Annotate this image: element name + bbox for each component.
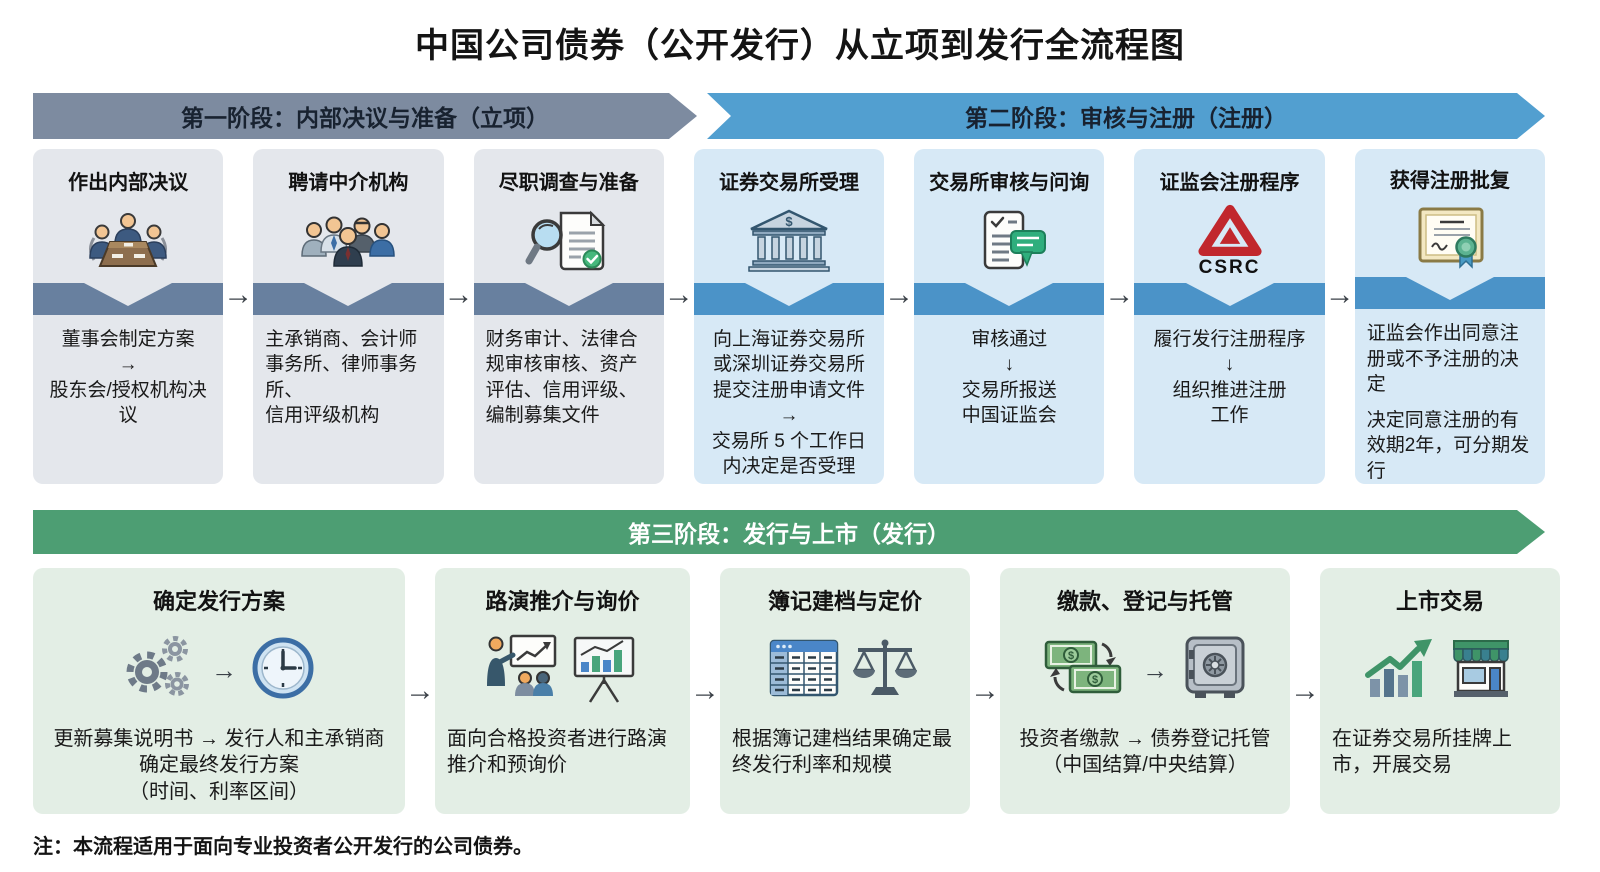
step-band — [1354, 277, 1545, 310]
step-title: 作出内部决议 — [68, 172, 189, 194]
phase3-banner: 第三阶段：发行与上市（发行） — [33, 510, 1545, 554]
step-body: 向上海证券交易所或深圳证券交易所提交注册申请文件 → 交易所 5 个工作日内决定… — [711, 329, 867, 478]
step-title: 证监会注册程序 — [1159, 172, 1300, 194]
svg-text:$: $ — [1092, 674, 1098, 686]
flow-arrow: → — [405, 674, 435, 707]
review-inquiry-icon — [914, 195, 1104, 283]
step-body: 财务审计、法律合规审核审核、资产评估、信用评级、编制募集文件 — [485, 329, 638, 427]
stock-exchange-building-icon: $ — [694, 195, 884, 283]
step-band — [473, 283, 664, 315]
intermediaries-team-icon — [253, 195, 443, 283]
footer-note: 注：本流程适用于面向专业投资者公开发行的公司债券。 — [33, 836, 533, 858]
csrc-logo-icon: CSRC — [1134, 195, 1324, 283]
step-title: 簿记建档与定价 — [767, 589, 922, 614]
safe-icon — [1182, 636, 1248, 705]
roadshow-presentation-icon — [483, 632, 643, 709]
step-card-issuance-plan: 确定发行方案 → — [33, 568, 405, 814]
step-body: 主承销商、会计师事务所、律师事务所、 信用评级机构 — [265, 329, 418, 427]
step-title: 聘请中介机构 — [288, 172, 409, 194]
step-title: 上市交易 — [1395, 589, 1484, 614]
flow-arrow: → — [211, 654, 237, 685]
flow-arrow: → — [1324, 278, 1355, 311]
svg-text:$: $ — [1068, 650, 1074, 662]
flow-arrow: → — [223, 278, 254, 311]
step-card-registration-approval: 获得注册批复 证监会作出同意注册或不予注册的决定 决定同意注册的有效期2年，可分… — [1354, 149, 1545, 484]
page-title: 中国公司债券（公开发行）从立项到发行全流程图 — [415, 27, 1185, 65]
step-title: 确定发行方案 — [152, 589, 285, 614]
gears-icon — [123, 635, 197, 705]
step-title: 尽职调查与准备 — [498, 172, 639, 194]
step-card-roadshow: 路演推介与询价 — [435, 568, 690, 814]
step-body: 面向合格投资者进行路演推介和预询价 — [447, 728, 667, 777]
step-title: 交易所审核与问询 — [929, 172, 1090, 194]
clock-icon — [251, 636, 315, 705]
step-title: 缴款、登记与托管 — [1056, 589, 1233, 614]
step-card-payment-registration: 缴款、登记与托管 $ $ → — [1000, 568, 1290, 814]
flow-arrow: → — [1104, 278, 1135, 311]
certificate-icon — [1355, 193, 1545, 277]
step-card-exchange-review: 交易所审核与问询 审核通过 ↓ 交易所报送 中国证监会 — [914, 149, 1105, 484]
top-cards-row: 作出内部决议 董事会制定方案 → 股东会/授权机构决议 → 聘请中 — [33, 149, 1545, 484]
step-body-2: 决定同意注册的有效期2年，可分期发行 — [1366, 409, 1530, 482]
flow-arrow: → — [443, 278, 474, 311]
step-card-hire-intermediaries: 聘请中介机构 主承销商、会计师事务所、律师事务所、 信用评级机构 — [253, 149, 444, 484]
svg-text:$: $ — [785, 214, 793, 229]
step-card-exchange-acceptance: 证券交易所受理 $ 向上海证券交易所或深圳证券交易所提交注册申请文件 → 交易所… — [693, 149, 885, 484]
step-card-csrc-registration: 证监会注册程序 CSRC 履行发行注册程序 ↓ 组织推进注册 工作 — [1134, 149, 1325, 484]
step-body: 根据簿记建档结果确定最终发行利率和规模 — [732, 728, 952, 777]
step-band — [693, 283, 885, 315]
step-title: 获得注册批复 — [1389, 169, 1510, 192]
step-band — [1134, 283, 1325, 315]
step-body: 履行发行注册程序 ↓ 组织推进注册 工作 — [1153, 329, 1306, 427]
flow-arrow: → — [970, 674, 1000, 707]
flow-arrow: → — [1290, 674, 1320, 707]
step-card-bookbuilding: 簿记建档与定价 — [720, 568, 970, 814]
scales-icon — [849, 637, 921, 704]
step-body: 在证券交易所挂牌上市，开展交易 — [1332, 728, 1512, 777]
flow-arrow: → — [663, 278, 694, 311]
csrc-label: CSRC — [1198, 256, 1261, 278]
phase2-banner: 第二阶段：审核与注册（注册） — [707, 93, 1545, 139]
phase1-banner: 第一阶段：内部决议与准备（立项） — [33, 93, 697, 139]
step-title: 路演推介与询价 — [485, 589, 640, 614]
money-exchange-icon: $ $ — [1042, 636, 1128, 705]
step-body: 审核通过 ↓ 交易所报送 中国证监会 — [961, 329, 1057, 427]
meeting-icon — [33, 195, 223, 283]
magnifier-document-icon — [474, 195, 664, 283]
phase-banner-row: 第一阶段：内部决议与准备（立项） 第二阶段：审核与注册（注册） — [33, 93, 1545, 139]
step-band — [253, 283, 444, 315]
flow-arrow: → — [884, 278, 915, 311]
step-body: 证监会作出同意注册或不予注册的决定 — [1366, 323, 1519, 396]
step-title: 证券交易所受理 — [718, 172, 859, 194]
orderbook-table-icon — [769, 639, 839, 702]
step-band — [33, 283, 224, 315]
growth-chart-icon — [1364, 637, 1436, 704]
storefront-icon — [1446, 637, 1516, 704]
step-card-internal-resolution: 作出内部决议 董事会制定方案 → 股东会/授权机构决议 — [33, 149, 224, 484]
bottom-cards-row: 确定发行方案 → — [33, 568, 1560, 814]
flow-arrow: → — [690, 674, 720, 707]
step-body: 董事会制定方案 → 股东会/授权机构决议 — [49, 329, 207, 427]
step-card-listing-trading: 上市交易 — [1320, 568, 1560, 814]
flow-arrow: → — [1142, 654, 1168, 685]
step-band — [914, 283, 1105, 315]
step-body: 更新募集说明书 → 发行人和主承销商 确定最终发行方案 （时间、利率区间） — [53, 728, 385, 803]
step-body: 投资者缴款 → 债券登记托管 （中国结算/中央结算） — [1019, 728, 1271, 777]
step-card-due-diligence: 尽职调查与准备 财务审计、法律合规审核审核、资产评估、信用评级、编制募集文件 — [473, 149, 664, 484]
